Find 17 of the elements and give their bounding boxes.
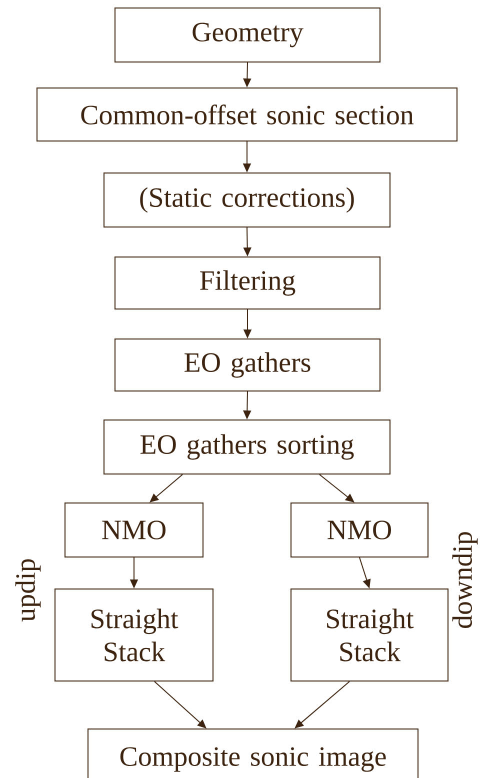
process-box: (Static corrections): [104, 172, 390, 228]
process-box: EO gathers: [114, 338, 380, 392]
side-label: downdip: [452, 532, 478, 628]
process-box: Filtering: [114, 256, 380, 310]
arrow: [150, 474, 183, 502]
process-box: EO gathers sorting: [104, 420, 390, 474]
process-box: Composite sonic image: [88, 728, 418, 778]
process-box: Common-offset sonic section: [36, 88, 458, 142]
arrow: [154, 681, 206, 728]
process-box: Straight Stack: [290, 588, 448, 682]
arrow: [319, 474, 354, 502]
process-box: NMO: [290, 502, 428, 558]
process-box: Straight Stack: [54, 588, 214, 682]
arrow: [294, 681, 350, 728]
process-box: NMO: [64, 502, 204, 558]
process-box: Geometry: [114, 8, 380, 62]
side-label: updip: [15, 559, 41, 622]
